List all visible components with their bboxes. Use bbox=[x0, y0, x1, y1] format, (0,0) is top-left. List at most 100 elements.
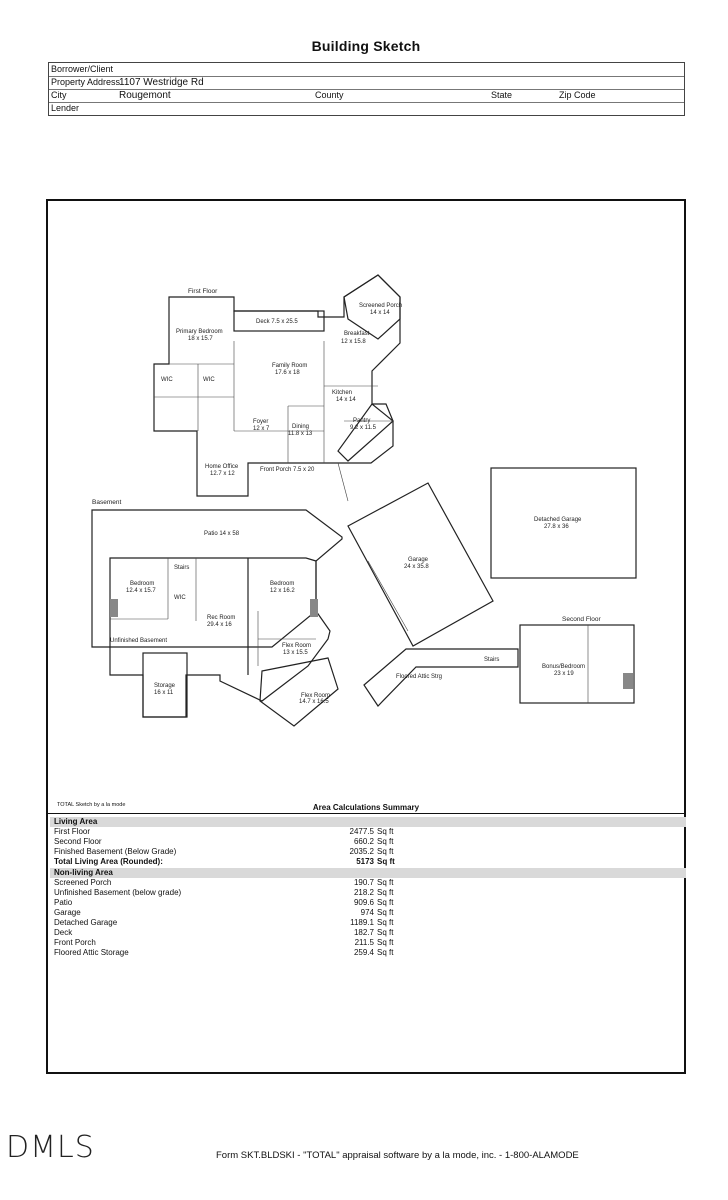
sketch-frame: First Floor Basement Second Floor Deck 7… bbox=[46, 199, 686, 1074]
area-unit: Sq ft bbox=[377, 918, 394, 927]
area-unit: Sq ft bbox=[377, 928, 394, 937]
lender-label: Lender bbox=[51, 103, 80, 113]
floored-attic-outline bbox=[363, 648, 519, 707]
pantry-label: Pantry bbox=[353, 418, 370, 424]
area-row: Front Porch 211.5 Sq ft bbox=[54, 938, 654, 948]
floor-plan-sketch: First Floor Basement Second Floor Deck 7… bbox=[91, 274, 637, 727]
area-value: 190.7 bbox=[353, 878, 374, 887]
area-row: First Floor 2477.5 Sq ft bbox=[54, 827, 654, 837]
front-porch-label: Front Porch 7.5 x 20 bbox=[260, 467, 315, 473]
area-value: 211.5 bbox=[354, 938, 374, 947]
bonus-bedroom-dims: 23 x 19 bbox=[554, 671, 574, 677]
detached-garage-label: Detached Garage bbox=[534, 517, 582, 523]
rec-room-dims: 29.4 x 16 bbox=[207, 622, 232, 628]
home-office-dims: 12.7 x 12 bbox=[210, 471, 235, 477]
sketch-credit: TOTAL Sketch by a la mode bbox=[57, 802, 126, 808]
bedroom-1-dims: 12.4 x 15.7 bbox=[126, 588, 156, 594]
stair-hatch-left bbox=[110, 599, 118, 617]
primary-bedroom-dims: 18 x 15.7 bbox=[188, 336, 213, 342]
family-room-label: Family Room bbox=[272, 363, 307, 369]
nonliving-area-header: Non-living Area bbox=[50, 868, 686, 878]
bedroom-2-dims: 12 x 16.2 bbox=[270, 588, 295, 594]
area-name: Front Porch bbox=[54, 938, 96, 947]
area-row: Detached Garage 1189.1 Sq ft bbox=[54, 918, 654, 928]
foyer-label: Foyer bbox=[253, 419, 268, 425]
second-floor-outline bbox=[519, 624, 635, 704]
dmls-logo-text: DMLS bbox=[6, 1130, 95, 1164]
first-floor-outline bbox=[153, 274, 401, 497]
basement-interior-outline bbox=[109, 557, 317, 648]
area-name: First Floor bbox=[54, 827, 90, 836]
unfinished-basement-label: Unfinished Basement bbox=[110, 638, 167, 644]
bonus-bedroom-label: Bonus/Bedroom bbox=[542, 664, 585, 670]
area-name: Total Living Area (Rounded): bbox=[54, 857, 163, 866]
stair-hatch-second bbox=[623, 673, 633, 689]
area-unit: Sq ft bbox=[377, 878, 394, 887]
family-room-dims: 17.6 x 18 bbox=[275, 370, 300, 376]
area-name: Garage bbox=[54, 908, 81, 917]
area-row: Floored Attic Storage 259.4 Sq ft bbox=[54, 948, 654, 958]
patio-label: Patio 14 x 58 bbox=[204, 531, 240, 537]
borrower-label: Borrower/Client bbox=[51, 64, 114, 74]
basement-outline bbox=[91, 509, 343, 718]
area-value: 2035.2 bbox=[349, 847, 374, 856]
area-name: Unfinished Basement (below grade) bbox=[54, 888, 182, 897]
flex-room-1-dims: 13 x 15.5 bbox=[283, 650, 308, 656]
area-value: 5173 bbox=[356, 857, 374, 866]
dmls-logo: DMLS bbox=[6, 1130, 95, 1164]
floored-attic-label: Floored Attic Strg bbox=[396, 674, 442, 680]
dining-dims: 11.8 x 13 bbox=[288, 431, 313, 437]
city-row: City Rougemont County State Zip Code bbox=[49, 89, 684, 103]
flex-room-2-label: Flex Room bbox=[301, 693, 330, 699]
area-value: 182.7 bbox=[353, 928, 374, 937]
laundry-wing-outline bbox=[337, 403, 394, 462]
flex-room-1-label: Flex Room bbox=[282, 643, 311, 649]
flex-room-2-dims: 14.7 x 16.5 bbox=[299, 699, 329, 705]
zip-label: Zip Code bbox=[559, 90, 596, 100]
area-value: 218.2 bbox=[353, 888, 374, 897]
wic-2-label: WIC bbox=[203, 377, 215, 383]
foyer-dims: 12 x 7 bbox=[253, 426, 270, 432]
city-label: City bbox=[51, 90, 67, 100]
living-area-header: Living Area bbox=[50, 817, 686, 827]
area-value: 660.2 bbox=[353, 837, 374, 846]
county-label: County bbox=[315, 90, 344, 100]
area-name: Detached Garage bbox=[54, 918, 118, 927]
property-info-box: Borrower/Client Property Address 1107 We… bbox=[48, 62, 685, 116]
property-row: Property Address 1107 Westridge Rd bbox=[49, 76, 684, 90]
screened-porch-dims: 14 x 14 bbox=[370, 310, 390, 316]
screened-porch-label: Screened Porch bbox=[359, 303, 402, 309]
property-label: Property Address bbox=[51, 77, 121, 87]
area-unit: Sq ft bbox=[377, 948, 394, 957]
deck-outline bbox=[233, 310, 325, 332]
basement-label: Basement bbox=[92, 499, 121, 506]
lender-row: Lender bbox=[49, 102, 684, 115]
kitchen-label: Kitchen bbox=[332, 390, 352, 396]
garage-label: Garage bbox=[408, 557, 429, 563]
detached-garage-dims: 27.8 x 36 bbox=[544, 524, 569, 530]
area-unit: Sq ft bbox=[377, 847, 394, 856]
area-value: 974 bbox=[360, 908, 374, 917]
attic-stairs-label: Stairs bbox=[484, 657, 499, 663]
home-office-label: Home Office bbox=[205, 464, 239, 470]
area-name: Finished Basement (Below Grade) bbox=[54, 847, 177, 856]
area-row: Screened Porch 190.7 Sq ft bbox=[54, 878, 654, 888]
breakfast-dims: 12 x 15.8 bbox=[341, 339, 366, 345]
storage-dims: 16 x 11 bbox=[154, 690, 174, 696]
area-unit: Sq ft bbox=[377, 938, 394, 947]
kitchen-dims: 14 x 14 bbox=[336, 397, 356, 403]
first-floor-label: First Floor bbox=[188, 288, 218, 295]
area-name: Deck bbox=[54, 928, 73, 937]
deck-label: Deck 7.5 x 25.5 bbox=[256, 319, 298, 325]
area-unit: Sq ft bbox=[377, 837, 394, 846]
area-value: 909.6 bbox=[353, 898, 374, 907]
area-unit: Sq ft bbox=[377, 827, 394, 836]
bedroom-1-label: Bedroom bbox=[130, 581, 154, 587]
area-row: Unfinished Basement (below grade) 218.2 … bbox=[54, 888, 654, 898]
dining-label: Dining bbox=[292, 424, 309, 430]
area-row: Patio 909.6 Sq ft bbox=[54, 898, 654, 908]
stair-hatch-right bbox=[310, 599, 318, 617]
wic-1-label: WIC bbox=[161, 377, 173, 383]
garage-dims: 24 x 35.8 bbox=[404, 564, 429, 570]
page-title: Building Sketch bbox=[311, 38, 421, 54]
